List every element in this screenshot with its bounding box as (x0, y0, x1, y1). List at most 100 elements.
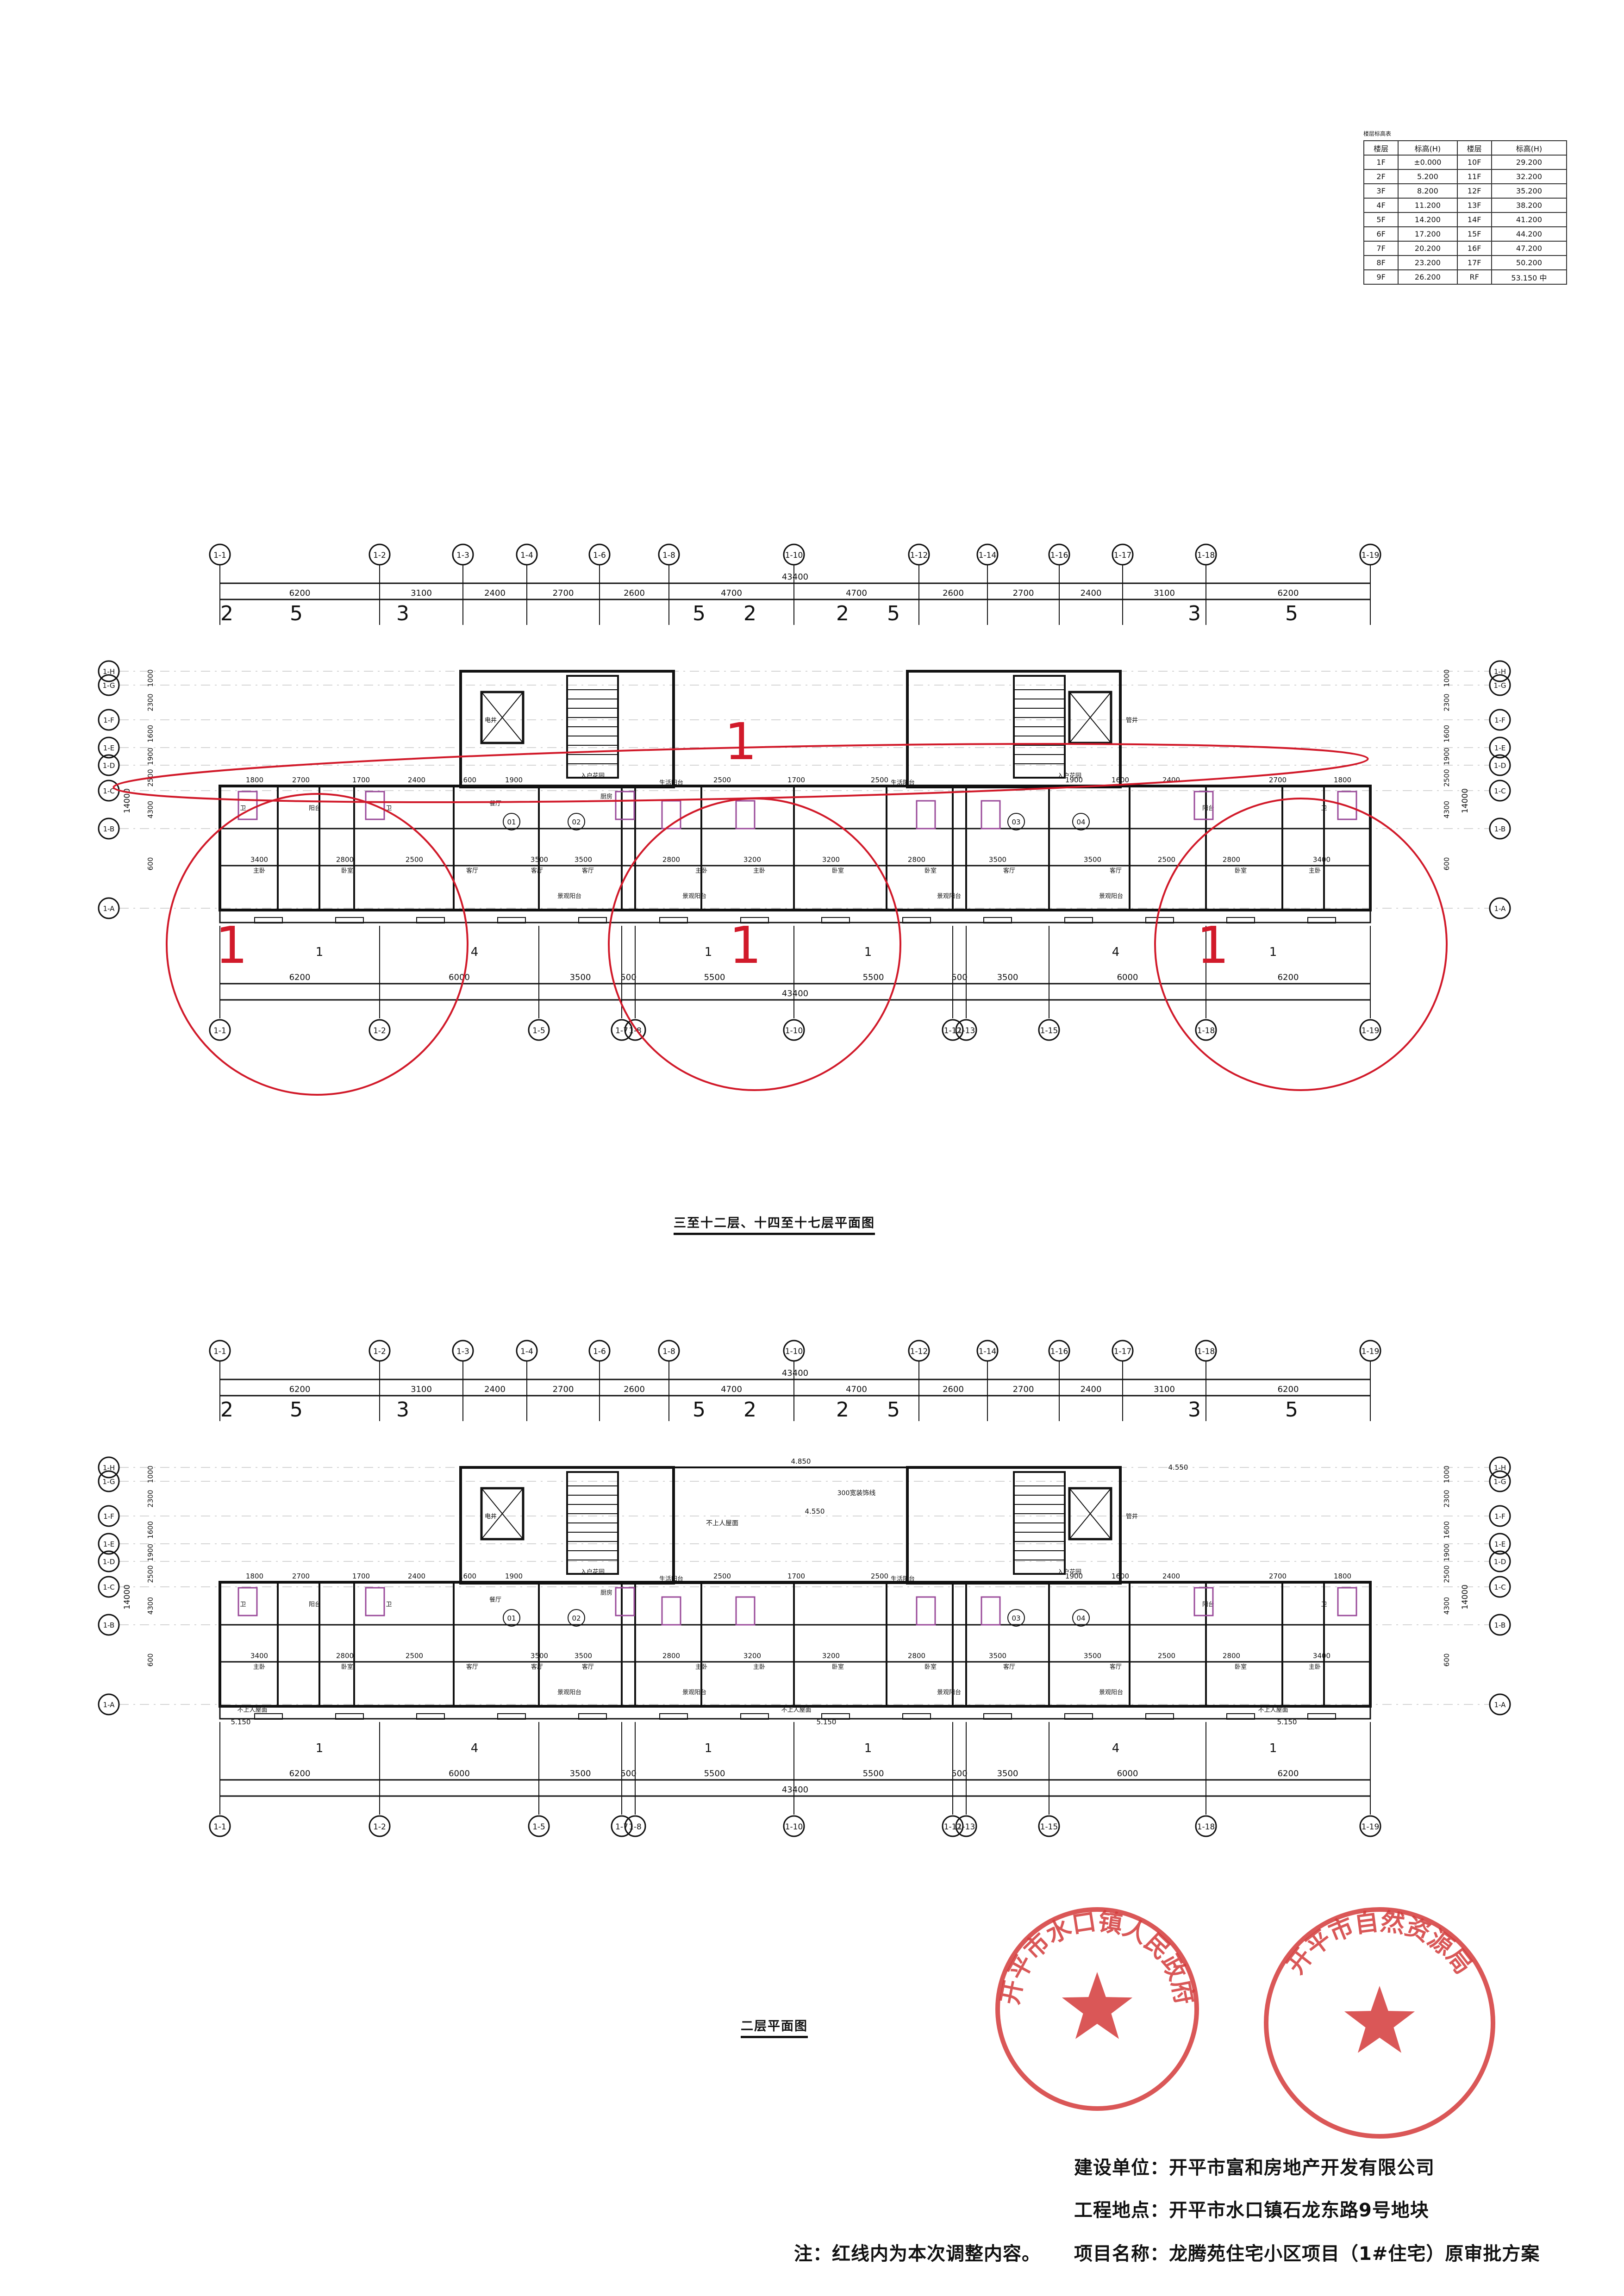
elevation-note: 4.550 (1168, 1463, 1188, 1472)
dimension-label: 1000 (1443, 669, 1451, 687)
axis-bubble (1359, 1019, 1381, 1041)
dimension-label: 3400 (1313, 855, 1330, 864)
room-label: 入户花园 (581, 772, 605, 780)
room-label: 景观阳台 (557, 1689, 581, 1696)
table-cell: 4F (1363, 198, 1399, 213)
room-label: 电井 (485, 717, 497, 724)
dimension-label: 2700 (292, 1572, 310, 1580)
unit-number: 4 (471, 945, 479, 959)
window-mark (416, 917, 445, 923)
axis-bubble (98, 1470, 120, 1492)
dimension-total: 43400 (782, 1785, 808, 1795)
axis-bubble (1489, 1505, 1511, 1527)
axis-bubble (369, 1815, 391, 1837)
axis-label: 1-4 (520, 551, 533, 560)
dimension-label: 2700 (1013, 588, 1034, 598)
bathroom-fixture (1193, 791, 1214, 820)
room-label: 客厅 (1110, 1663, 1122, 1671)
unit-marker: 5 (693, 602, 706, 625)
header-cell: 标高(H) (1491, 140, 1568, 156)
room-label: 客厅 (1003, 867, 1015, 874)
window-mark (578, 1713, 607, 1720)
room-label: 餐厅 (489, 1596, 501, 1603)
window-mark (821, 917, 850, 923)
roof-note: 不上人屋面 (237, 1707, 267, 1714)
room-label: 主卧 (1309, 1664, 1321, 1671)
stamp-text: 开平市自然资源局 (1282, 1908, 1477, 1979)
roof-note: 不上人屋面 (781, 1707, 811, 1714)
bathroom-fixture (916, 800, 936, 830)
unit-marker: 5 (887, 1398, 900, 1422)
dimension-label: 2500 (871, 776, 888, 784)
dimension-label: 1800 (246, 1572, 263, 1580)
table-cell: 14.200 (1398, 212, 1458, 227)
axis-label: 1-13 (957, 1822, 975, 1832)
axis-bubble (1489, 1533, 1511, 1555)
axis-label: 1-14 (979, 1347, 997, 1356)
apartment-marker (1072, 1609, 1090, 1627)
axis-bubble (98, 1550, 120, 1572)
window-mark (1226, 1713, 1255, 1720)
room-label: 卧室 (341, 867, 353, 874)
table-cell: 17F (1456, 255, 1492, 270)
room-label: 卫 (386, 1601, 392, 1608)
window-mark (1307, 917, 1336, 923)
axis-label: 1-10 (785, 1822, 803, 1832)
dimension-label: 6000 (1117, 1769, 1138, 1778)
room-label: 景观阳台 (1099, 1689, 1123, 1696)
plan-title-second: 二层平面图 (741, 2016, 808, 2038)
axis-bubble (98, 1693, 120, 1716)
axis-label: 1-E (1494, 1540, 1505, 1548)
unit-marker: 2 (743, 602, 756, 625)
axis-label: 1-F (103, 716, 114, 724)
adjustment-note: 注：红线内为本次调整内容。 (794, 2243, 1041, 2265)
unit-number: 4 (471, 1741, 479, 1755)
room-label: 客厅 (1110, 867, 1122, 874)
room-label: 卧室 (1235, 1663, 1247, 1671)
table-cell: 15F (1456, 226, 1492, 242)
axis-bubble (1489, 660, 1511, 682)
dimension-label: 2500 (1158, 855, 1175, 864)
table-cell: 3F (1363, 183, 1399, 199)
unit-marker: 3 (1188, 1398, 1201, 1422)
room-label: 管井 (1126, 1513, 1138, 1520)
unit-number: 1 (1269, 945, 1277, 959)
table-cell: 14F (1456, 212, 1492, 227)
axis-bubble (611, 1815, 633, 1837)
revision-number: 1 (729, 916, 762, 975)
axis-bubble (1489, 754, 1511, 776)
axis-bubble (1489, 1614, 1511, 1636)
window-mark (1307, 1713, 1336, 1720)
axis-label: 1-10 (785, 551, 803, 560)
room-label: 阳台 (1202, 1601, 1214, 1608)
apartment-number: 03 (1012, 818, 1020, 826)
dimension-label: 4700 (721, 1385, 742, 1394)
axis-label: 1-4 (520, 1347, 533, 1356)
axis-label: 1-E (103, 1540, 114, 1548)
axis-label: 1-2 (373, 551, 386, 560)
room-label: 卧室 (832, 1663, 844, 1671)
bathroom-fixture (365, 791, 385, 820)
unit-number: 1 (864, 945, 872, 959)
dimension-label: 500 (620, 1769, 636, 1778)
decor-note: 300宽装饰线 (837, 1489, 876, 1497)
dimension-label: 6000 (1117, 973, 1138, 982)
apartment-number: 03 (1012, 1614, 1020, 1622)
room-label: 客厅 (466, 867, 478, 874)
dimension-label: 2300 (146, 693, 155, 711)
dimension-label: 2500 (713, 776, 731, 784)
room-label: 餐厅 (489, 800, 501, 807)
axis-bubble (98, 754, 120, 776)
axis-label: 1-1 (213, 1026, 226, 1036)
core-wall (459, 670, 675, 788)
revision-number: 1 (725, 712, 757, 771)
dimension-label: 4700 (721, 588, 742, 598)
dimension-label: 2800 (662, 855, 680, 864)
axis-label: 1-F (103, 1512, 114, 1521)
axis-label: 1-G (1493, 1478, 1506, 1486)
table-cell: 38.200 (1491, 198, 1568, 213)
elevator-cross (481, 692, 524, 743)
axis-label: 1-G (102, 681, 115, 690)
axis-label: 1-D (1494, 761, 1506, 770)
